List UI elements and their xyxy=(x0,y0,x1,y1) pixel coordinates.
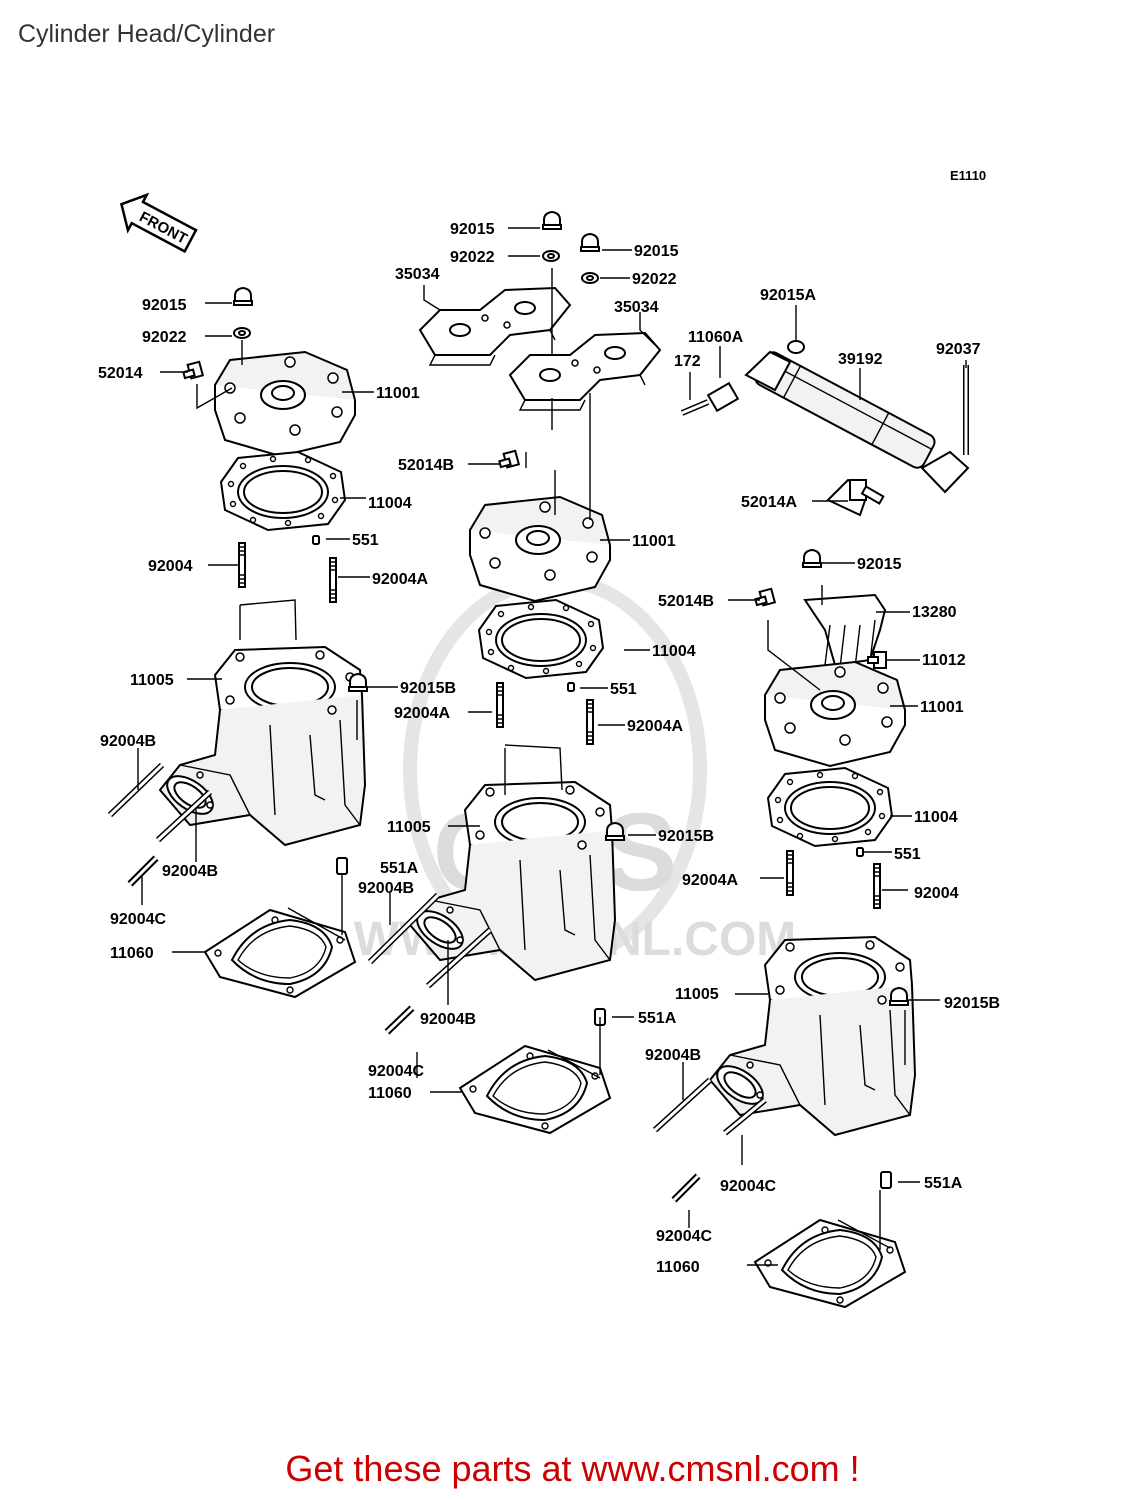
callout-11005-m: 11005 xyxy=(387,819,431,836)
callout-92015b-m: 92015B xyxy=(658,828,714,845)
callout-92004c-r1: 92004C xyxy=(720,1178,776,1195)
callout-11001-r: 11001 xyxy=(920,699,964,716)
callout-92037: 92037 xyxy=(936,341,981,358)
callout-92004a-r: 92004A xyxy=(682,872,738,889)
callout-92004b-m1: 92004B xyxy=(358,880,414,897)
callout-92022: 92022 xyxy=(142,329,187,346)
callout-35034-m1: 35034 xyxy=(395,266,440,283)
callout-92015a: 92015A xyxy=(760,287,816,304)
callout-92004: 92004 xyxy=(148,558,193,575)
callout-172: 172 xyxy=(674,353,701,370)
callout-13280: 13280 xyxy=(912,604,957,621)
callout-92015-m1: 92015 xyxy=(450,221,495,238)
callout-92004a-m1: 92004A xyxy=(394,705,450,722)
footer-parts-link[interactable]: Get these parts at www.cmsnl.com ! xyxy=(285,1448,860,1489)
callout-11004: 11004 xyxy=(368,495,412,512)
callout-35034-m2: 35034 xyxy=(614,299,659,316)
callout-92004c: 92004C xyxy=(110,911,166,928)
callout-11060-r: 11060 xyxy=(656,1259,700,1276)
diagram-code: E1110 xyxy=(950,168,986,183)
callout-92015b-r: 92015B xyxy=(944,995,1000,1012)
callout-11001: 11001 xyxy=(376,385,420,402)
callout-11004-m: 11004 xyxy=(652,643,696,660)
callout-52014b-m: 52014B xyxy=(398,457,454,474)
page-title: Cylinder Head/Cylinder xyxy=(18,20,276,48)
front-arrow-icon: FRONT xyxy=(119,192,198,254)
callout-92015-r: 92015 xyxy=(857,556,902,573)
callout-92004c-m: 92004C xyxy=(368,1063,424,1080)
callout-11001-m: 11001 xyxy=(632,533,676,550)
left-assembly: 92015 92022 52014 11001 11004 92004 551 … xyxy=(98,287,456,998)
callout-92004b-1: 92004B xyxy=(100,733,156,750)
callout-52014b-r: 52014B xyxy=(658,593,714,610)
callout-11012: 11012 xyxy=(922,652,966,669)
callout-551a-m1: 551A xyxy=(380,860,419,877)
callout-11060a: 11060A xyxy=(688,329,744,346)
callout-92015: 92015 xyxy=(142,297,187,314)
callout-551a-r: 551A xyxy=(924,1175,963,1192)
water-manifold-assembly: 11060A 92015A 172 39192 92037 52014A xyxy=(674,287,981,517)
callout-92004-r: 92004 xyxy=(914,885,959,902)
callout-11005-r: 11005 xyxy=(675,986,719,1003)
callout-92004a-m2: 92004A xyxy=(627,718,683,735)
callout-11060-m: 11060 xyxy=(368,1085,412,1102)
callout-11005: 11005 xyxy=(130,672,174,689)
callout-39192: 39192 xyxy=(838,351,883,368)
callout-551-m: 551 xyxy=(610,681,637,698)
middle-assembly: 92015 92022 35034 92015 92022 35034 5201… xyxy=(336,211,714,1134)
callout-52014a: 52014A xyxy=(741,494,797,511)
callout-92004b-r: 92004B xyxy=(645,1047,701,1064)
callout-92004b-m2: 92004B xyxy=(420,1011,476,1028)
callout-11060: 11060 xyxy=(110,945,154,962)
callout-92022-m2: 92022 xyxy=(632,271,677,288)
callout-92004c-r2: 92004C xyxy=(656,1228,712,1245)
callout-92015-m2: 92015 xyxy=(634,243,679,260)
callout-52014: 52014 xyxy=(98,365,143,382)
callout-11004-r: 11004 xyxy=(914,809,958,826)
callout-551: 551 xyxy=(352,532,379,549)
callout-92004a: 92004A xyxy=(372,571,428,588)
callout-551a-m2: 551A xyxy=(638,1010,677,1027)
right-assembly: 92015 52014B 13280 11012 11001 11004 551… xyxy=(645,549,1000,1308)
callout-92015b: 92015B xyxy=(400,680,456,697)
callout-92004b-2: 92004B xyxy=(162,863,218,880)
callout-92022-m1: 92022 xyxy=(450,249,495,266)
callout-551-r: 551 xyxy=(894,846,921,863)
